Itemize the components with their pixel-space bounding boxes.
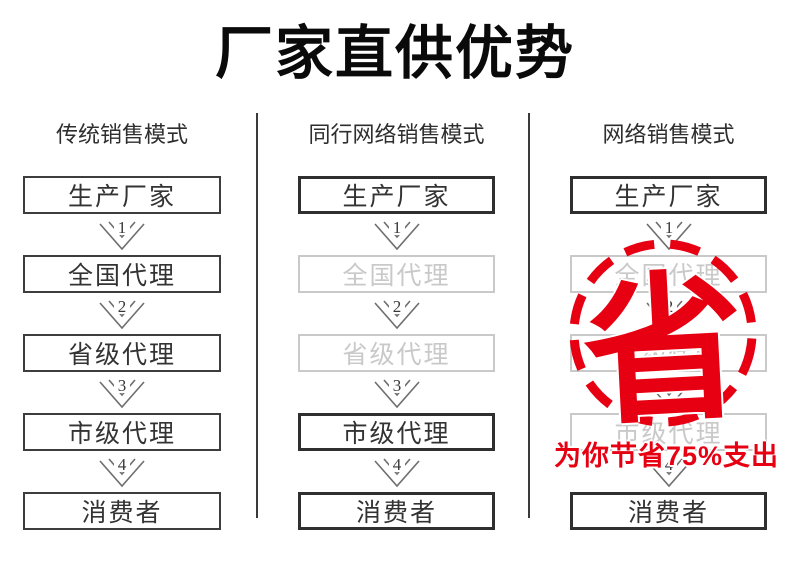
arrow-step-number: 3 xyxy=(664,376,673,395)
column-divider-right xyxy=(528,113,530,518)
page-title: 厂家直供优势 xyxy=(214,21,575,86)
column-traditional-model: 传统销售模式 生产厂家 1 全国代理 2 省级代理 3 市级代理 4 消费者 xyxy=(23,0,221,578)
arrow-step-number: 4 xyxy=(664,455,673,474)
column-header-peer-network: 同行网络销售模式 xyxy=(308,122,485,147)
arrow-step-number: 2 xyxy=(392,297,401,316)
flow-step-box: 生产厂家 xyxy=(570,176,767,214)
flow-step-box: 全国代理 xyxy=(23,255,221,293)
arrow-down-icon: 1 xyxy=(99,217,145,250)
flow-arrow: 1 xyxy=(570,214,767,255)
arrow-down-icon: 4 xyxy=(99,454,145,487)
flow-step-box: 市级代理 xyxy=(298,413,495,451)
flow-steps-traditional: 生产厂家 1 全国代理 2 省级代理 3 市级代理 4 消费者 xyxy=(23,176,221,530)
flow-arrow: 1 xyxy=(298,214,495,255)
arrow-step-number: 2 xyxy=(118,297,127,316)
flow-step-box: 全国代理 xyxy=(570,255,767,293)
column-header-traditional: 传统销售模式 xyxy=(55,122,188,147)
column-divider-left xyxy=(256,113,258,518)
flow-steps-peer-network: 生产厂家 1 全国代理 2 省级代理 3 市级代理 4 消费者 xyxy=(298,176,495,530)
arrow-step-number: 1 xyxy=(118,218,127,237)
arrow-down-icon: 3 xyxy=(373,375,420,408)
arrow-down-icon: 2 xyxy=(373,296,420,329)
flow-arrow: 2 xyxy=(23,293,221,334)
flow-arrow: 4 xyxy=(570,451,767,492)
arrow-step-number: 4 xyxy=(392,455,401,474)
flow-arrow: 2 xyxy=(570,293,767,334)
arrow-step-number: 4 xyxy=(118,455,127,474)
arrow-step-number: 1 xyxy=(664,218,673,237)
arrow-down-icon: 4 xyxy=(373,454,420,487)
flow-step-box: 全国代理 xyxy=(298,255,495,293)
flow-arrow: 1 xyxy=(23,214,221,255)
arrow-down-icon: 1 xyxy=(645,217,692,250)
flow-step-box: 生产厂家 xyxy=(23,176,221,214)
column-peer-network-model: 同行网络销售模式 生产厂家 1 全国代理 2 省级代理 3 市级代理 4 消费者 xyxy=(298,0,495,578)
flow-step-box: 消费者 xyxy=(570,492,767,530)
flow-arrow: 3 xyxy=(298,372,495,413)
flow-step-box: 消费者 xyxy=(23,492,221,530)
arrow-down-icon: 1 xyxy=(373,217,420,250)
flow-step-box: 消费者 xyxy=(298,492,495,530)
arrow-down-icon: 2 xyxy=(645,296,692,329)
flow-arrow: 3 xyxy=(570,372,767,413)
flow-arrow: 2 xyxy=(298,293,495,334)
arrow-down-icon: 4 xyxy=(645,454,692,487)
arrow-down-icon: 3 xyxy=(645,375,692,408)
arrow-step-number: 2 xyxy=(664,297,673,316)
arrow-step-number: 1 xyxy=(392,218,401,237)
flow-step-box: 省级代理 xyxy=(570,334,767,372)
flow-arrow: 4 xyxy=(23,451,221,492)
savings-caption: 为你节省75%支出 xyxy=(554,441,780,471)
flow-step-box: 生产厂家 xyxy=(298,176,495,214)
flow-arrow: 4 xyxy=(298,451,495,492)
arrow-down-icon: 2 xyxy=(99,296,145,329)
flow-arrow: 3 xyxy=(23,372,221,413)
arrow-down-icon: 3 xyxy=(99,375,145,408)
column-header-network: 网络销售模式 xyxy=(602,122,735,147)
arrow-step-number: 3 xyxy=(118,376,127,395)
flow-step-box: 市级代理 xyxy=(23,413,221,451)
flow-step-box: 省级代理 xyxy=(23,334,221,372)
arrow-step-number: 3 xyxy=(392,376,401,395)
flow-step-box: 省级代理 xyxy=(298,334,495,372)
